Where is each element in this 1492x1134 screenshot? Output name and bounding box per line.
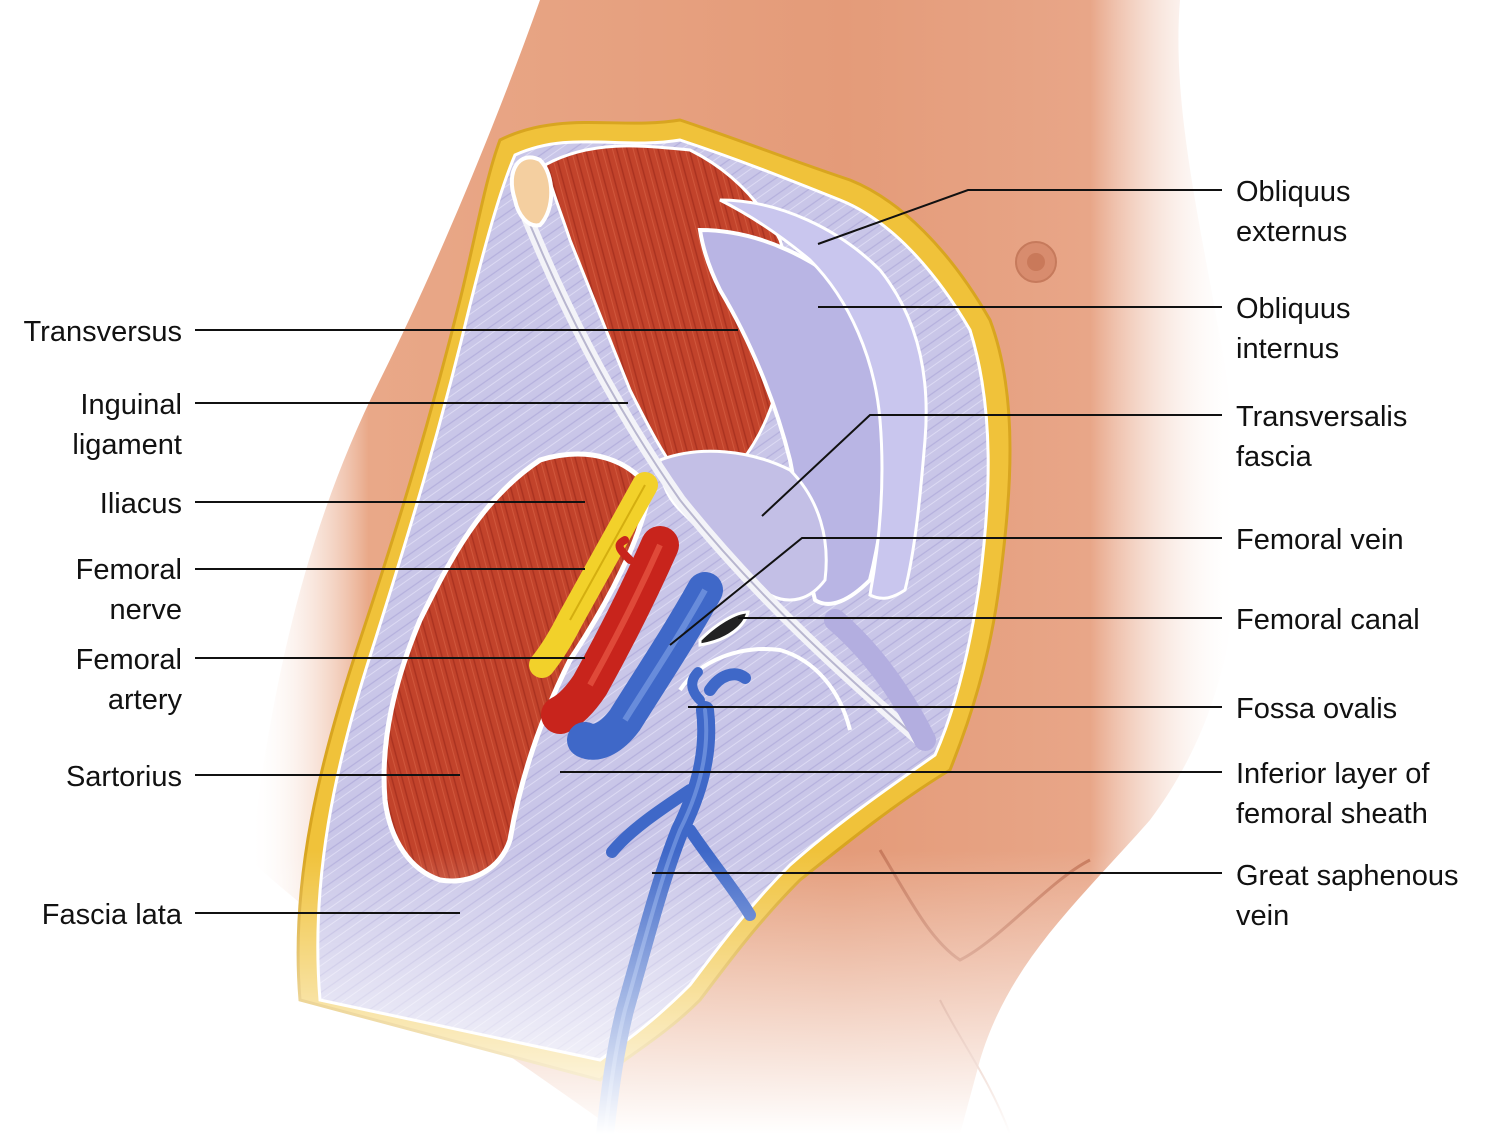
label-line: Transversalis [1236, 401, 1408, 433]
label-line: Femoral [75, 644, 182, 676]
label-line: Fossa ovalis [1236, 693, 1398, 725]
label-line: Obliquus [1236, 176, 1351, 208]
label-line: Great saphenous [1236, 860, 1459, 892]
label-femoral-artery: Femoral artery [76, 640, 182, 720]
label-sartorius: Sartorius [66, 757, 182, 797]
label-femoral-vein: Femoral vein [1236, 520, 1404, 560]
label-line: fascia [1236, 441, 1312, 473]
label-line: Iliacus [99, 488, 182, 520]
label-line: Femoral vein [1236, 524, 1404, 556]
label-line: Sartorius [65, 761, 182, 793]
label-femoral-canal: Femoral canal [1236, 600, 1420, 640]
leader-transversalis-fascia [761, 414, 1222, 517]
label-line: Femoral [75, 554, 182, 586]
label-great-saphenous-vein: Great saphenous vein [1236, 856, 1458, 936]
label-inferior-layer-femoral-sheath: Inferior layer of femoral sheath [1236, 754, 1429, 834]
label-transversalis-fascia: Transversalis fascia [1236, 397, 1407, 477]
label-fascia-lata: Fascia lata [42, 895, 182, 935]
label-line: Femoral canal [1236, 604, 1420, 636]
label-line: femoral sheath [1236, 798, 1428, 830]
leader-lines-left [195, 329, 738, 914]
label-line: Fascia lata [41, 899, 182, 931]
label-obliquus-externus: Obliquus externus [1236, 172, 1350, 252]
label-line: ligament [72, 429, 182, 461]
label-line: vein [1236, 900, 1290, 932]
label-obliquus-internus: Obliquus internus [1236, 289, 1350, 369]
label-femoral-nerve: Femoral nerve [76, 550, 182, 630]
label-inguinal-ligament: Inguinal ligament [72, 385, 182, 465]
label-line: artery [107, 684, 182, 716]
leader-lines-right [560, 189, 1222, 874]
label-line: Obliquus [1236, 293, 1351, 325]
label-line: Transversus [23, 316, 182, 348]
label-transversus: Transversus [24, 312, 182, 352]
label-iliacus: Iliacus [100, 484, 182, 524]
label-line: internus [1236, 333, 1340, 365]
leader-obliquus-externus [817, 189, 1222, 245]
label-fossa-ovalis: Fossa ovalis [1236, 689, 1397, 729]
label-line: Inferior layer of [1236, 758, 1430, 790]
label-line: nerve [109, 594, 182, 626]
label-line: externus [1236, 216, 1348, 248]
leader-femoral-vein [669, 537, 1222, 646]
label-line: Inguinal [80, 389, 182, 421]
